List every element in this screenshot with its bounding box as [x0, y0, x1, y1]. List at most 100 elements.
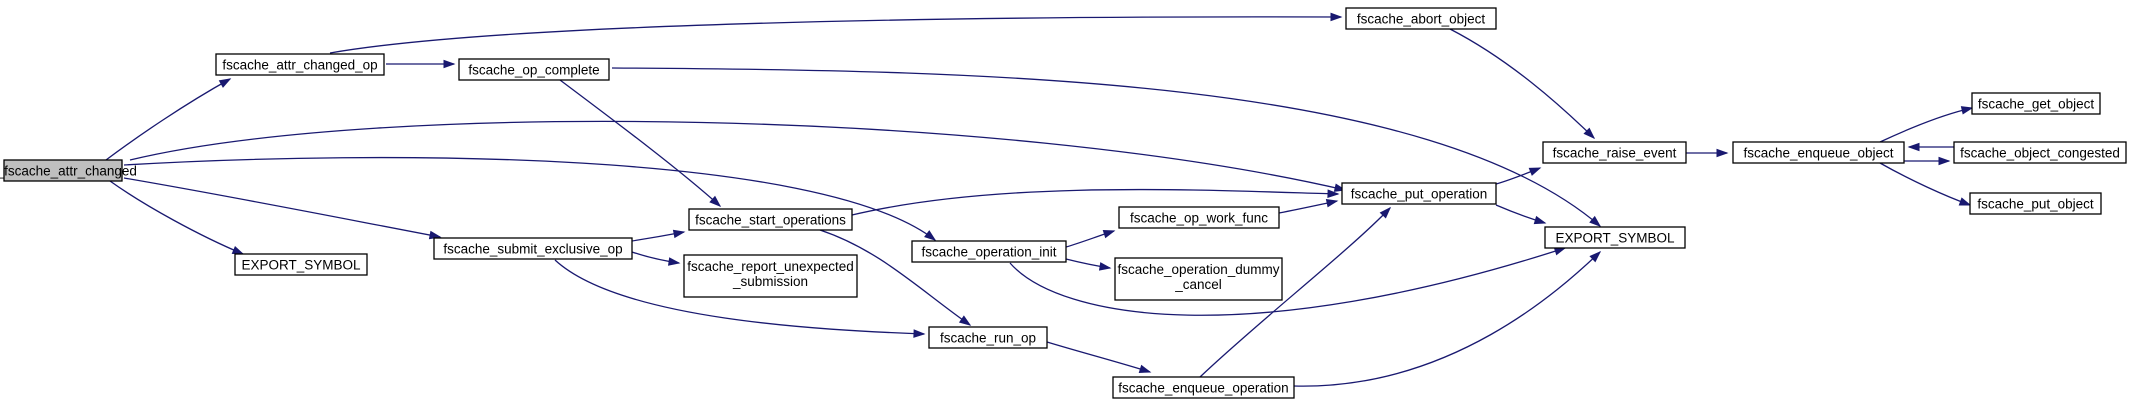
- node-label: fscache_attr_changed_op: [222, 58, 377, 73]
- edge-op-complete-to-start-ops: [559, 79, 722, 207]
- node-root[interactable]: __fscache_attr_changed: [0, 159, 137, 182]
- edges-layer: [105, 12, 1974, 387]
- edge-root-to-operation-init: [123, 156, 937, 241]
- edge-enqueue-operation-to-export2: [1293, 250, 1602, 387]
- edge-line: [1199, 207, 1391, 378]
- node-box[interactable]: [683, 254, 858, 298]
- node-enqueue-object[interactable]: fscache_enqueue_object: [1732, 141, 1905, 164]
- edge-attr-changed-op-to-op-complete: [386, 59, 456, 69]
- edge-arrowhead: [443, 59, 456, 69]
- node-box[interactable]: [1953, 141, 2127, 164]
- node-label: fscache_abort_object: [1357, 12, 1486, 27]
- edge-arrowhead: [218, 78, 232, 88]
- node-box[interactable]: [1118, 206, 1280, 229]
- edge-arrowhead: [1528, 167, 1542, 176]
- edge-enqueue-object-to-object-congested: [1904, 156, 1951, 166]
- node-export1[interactable]: EXPORT_SYMBOL: [234, 253, 368, 276]
- edge-arrowhead: [1716, 148, 1729, 158]
- edge-object-congested-to-enqueue-object: [1907, 142, 1954, 152]
- node-submit-excl[interactable]: fscache_submit_exclusive_op: [433, 237, 633, 260]
- edge-arrowhead: [1589, 250, 1602, 263]
- edge-submit-excl-to-start-ops: [631, 229, 686, 242]
- edge-root-to-attr-changed-op: [105, 78, 232, 161]
- node-label: fscache_raise_event: [1553, 146, 1677, 161]
- node-get-object[interactable]: fscache_get_object: [1971, 92, 2101, 115]
- node-operation-init[interactable]: fscache_operation_init: [911, 240, 1067, 263]
- edge-put-operation-to-raise-event: [1495, 167, 1542, 185]
- edge-arrowhead: [1379, 206, 1392, 219]
- node-op-work-func[interactable]: fscache_op_work_func: [1118, 206, 1280, 229]
- node-box[interactable]: [688, 208, 853, 231]
- edge-arrowhead: [1327, 189, 1340, 198]
- node-label: EXPORT_SYMBOL: [1555, 231, 1675, 246]
- edge-line: [1293, 251, 1601, 387]
- node-box[interactable]: [1544, 226, 1686, 249]
- edge-abort-object-to-raise-event: [1449, 28, 1596, 140]
- node-run-op[interactable]: fscache_run_op: [928, 326, 1048, 349]
- node-box[interactable]: [1971, 92, 2101, 115]
- edge-line: [329, 16, 1342, 54]
- edge-submit-excl-to-report-unexp: [631, 251, 681, 266]
- edge-start-ops-to-run-op: [819, 229, 972, 326]
- node-box[interactable]: [1345, 7, 1497, 30]
- node-label: fscache_put_operation: [1351, 187, 1488, 202]
- edge-arrowhead: [1098, 262, 1112, 271]
- node-abort-object[interactable]: fscache_abort_object: [1345, 7, 1497, 30]
- node-box[interactable]: [1114, 257, 1283, 301]
- node-label: fscache_object_congested: [1960, 146, 2120, 161]
- node-put-operation[interactable]: fscache_put_operation: [1341, 182, 1497, 205]
- edge-line: [129, 120, 1346, 191]
- node-label: fscache_report_unexpected: [687, 259, 854, 274]
- node-box[interactable]: [1732, 141, 1905, 164]
- node-op-complete[interactable]: fscache_op_complete: [458, 58, 610, 81]
- edge-arrowhead: [1589, 215, 1602, 227]
- node-box[interactable]: [1341, 182, 1497, 205]
- node-box[interactable]: [928, 326, 1048, 349]
- edge-attr-changed-op-to-abort-object: [329, 12, 1343, 54]
- node-box[interactable]: [911, 240, 1067, 263]
- edge-enqueue-object-to-put-object: [1879, 162, 1972, 206]
- node-box[interactable]: [3, 159, 123, 182]
- node-enqueue-operation[interactable]: fscache_enqueue_operation: [1112, 376, 1295, 399]
- node-box[interactable]: [215, 53, 385, 76]
- node-label: __fscache_attr_changed: [0, 164, 137, 179]
- edge-arrowhead: [1138, 364, 1152, 374]
- node-box[interactable]: [1112, 376, 1295, 399]
- node-label: fscache_enqueue_object: [1743, 146, 1893, 161]
- node-box[interactable]: [1542, 141, 1687, 164]
- edge-operation-init-to-op-work-func: [1065, 230, 1116, 248]
- node-label: _submission: [732, 274, 808, 289]
- edge-line: [851, 188, 1339, 216]
- node-export2[interactable]: EXPORT_SYMBOL: [1544, 226, 1686, 249]
- node-label: _cancel: [1174, 277, 1222, 292]
- nodes-layer: __fscache_attr_changed fscache_attr_chang…: [0, 7, 2127, 399]
- node-box[interactable]: [1969, 192, 2102, 215]
- edge-line: [1449, 28, 1595, 139]
- edge-arrowhead: [1958, 197, 1972, 206]
- edge-arrowhead: [709, 195, 722, 207]
- node-attr-changed-op[interactable]: fscache_attr_changed_op: [215, 53, 385, 76]
- edge-line: [819, 229, 971, 326]
- node-put-object[interactable]: fscache_put_object: [1969, 192, 2102, 215]
- edge-line: [611, 67, 1601, 227]
- edge-line: [105, 78, 231, 161]
- edge-enqueue-object-to-get-object: [1879, 106, 1974, 143]
- node-object-congested[interactable]: fscache_object_congested: [1953, 141, 2127, 164]
- node-box[interactable]: [458, 58, 610, 81]
- node-dummy-cancel[interactable]: fscache_operation_dummy_cancel: [1114, 257, 1283, 301]
- node-report-unexp[interactable]: fscache_report_unexpected_submission: [683, 254, 858, 298]
- edge-line: [1046, 341, 1151, 373]
- edge-put-operation-to-export2: [1495, 204, 1547, 225]
- node-label: fscache_operation_dummy: [1117, 262, 1279, 277]
- edge-arrowhead: [1533, 215, 1547, 225]
- node-box[interactable]: [234, 253, 368, 276]
- node-label: fscache_put_object: [1977, 197, 2094, 212]
- node-raise-event[interactable]: fscache_raise_event: [1542, 141, 1687, 164]
- node-box[interactable]: [433, 237, 633, 260]
- edge-line: [559, 79, 721, 207]
- node-label: fscache_start_operations: [695, 213, 846, 228]
- node-label: fscache_op_complete: [468, 63, 599, 78]
- node-start-ops[interactable]: fscache_start_operations: [688, 208, 853, 231]
- edge-op-work-func-to-put-operation: [1278, 198, 1339, 214]
